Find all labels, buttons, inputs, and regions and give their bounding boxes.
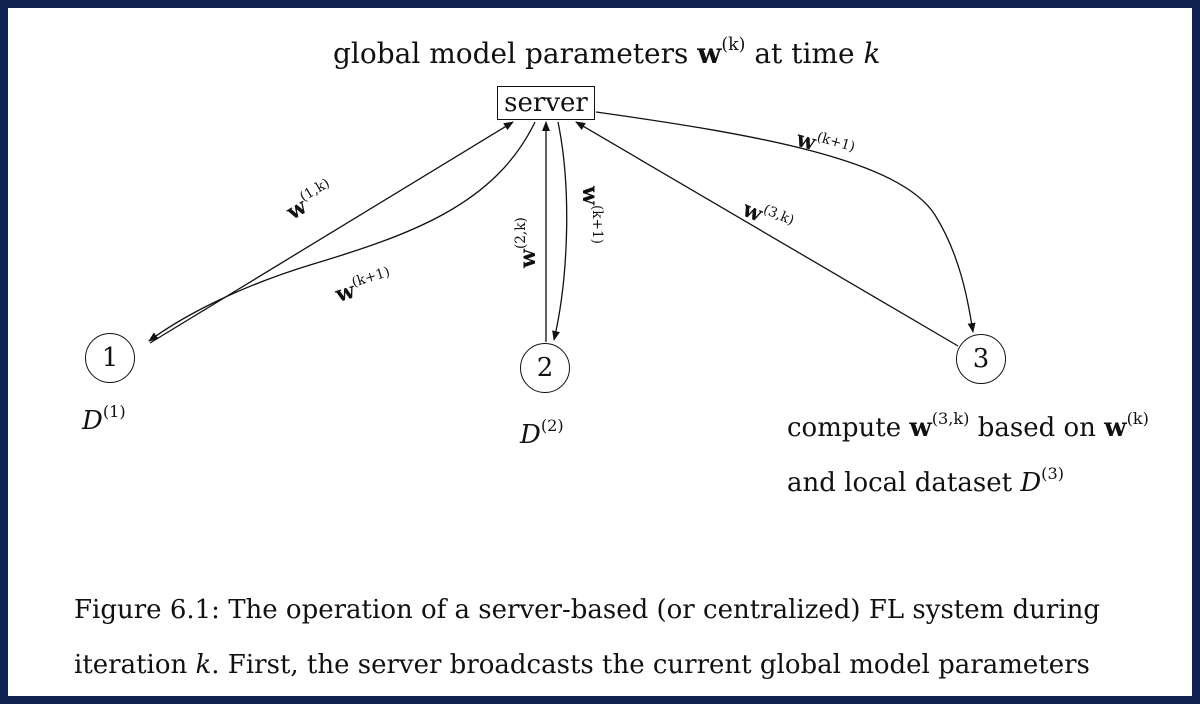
edge-label-w-2k: w(2,k) <box>512 217 541 268</box>
edge-server-to-client2 <box>552 121 568 341</box>
client-node-1: 1 <box>85 333 135 383</box>
edge-server-to-client3 <box>595 111 976 333</box>
client-node-3: 3 <box>956 334 1006 384</box>
client3-annotation-line2: and local dataset D(3) <box>787 463 1064 498</box>
server-node: server <box>497 86 595 120</box>
client3-annotation-line1: compute w(3,k) based on w(k) <box>787 408 1149 443</box>
edge-client1-to-server <box>149 121 514 344</box>
dataset-label-2: D(2) <box>520 415 564 450</box>
dataset-label-1: D(1) <box>82 401 126 436</box>
diagram-title: global model parameters w(k) at time k <box>333 34 881 70</box>
edge-server-to-client1 <box>148 121 536 342</box>
server-label: server <box>504 88 588 118</box>
client-node-2: 2 <box>520 343 570 393</box>
figure-caption-line2: iteration k. First, the server broadcast… <box>74 650 1090 680</box>
edge-label-w-k1-client2: w(k+1) <box>577 186 606 244</box>
edge-client3-to-server <box>575 121 959 347</box>
figure-caption-line1: Figure 6.1: The operation of a server-ba… <box>74 595 1101 625</box>
